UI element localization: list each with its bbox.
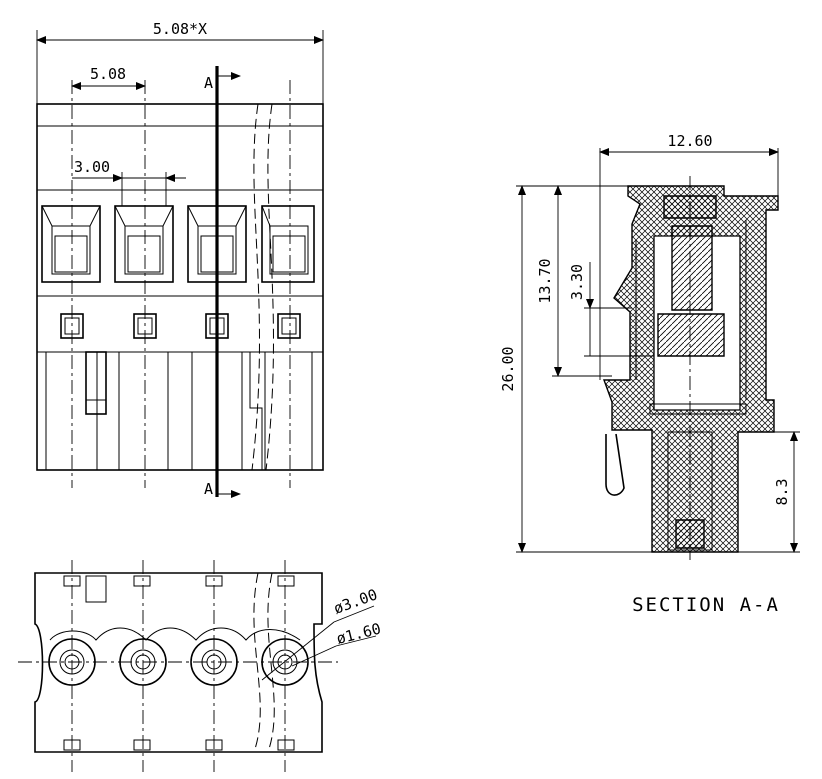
screw-shaft — [671, 225, 713, 311]
dimension-slot: 3.00 — [72, 158, 186, 206]
dimension-inner-height: 3.30 — [568, 262, 654, 357]
dim-label-section-width: 12.60 — [667, 132, 712, 150]
front-view: A A 5.08*X 5.08 3.00 — [36, 20, 324, 498]
dim-label-total-width: 5.08*X — [153, 20, 207, 38]
dim-label-slot: 3.00 — [74, 158, 110, 176]
dim-label-upper-height: 13.70 — [536, 258, 554, 303]
dimension-pin-length: 8.3 — [738, 431, 800, 553]
break-lines — [251, 103, 274, 471]
screw-opening — [41, 205, 101, 283]
dimension-section-height: 26.00 — [499, 185, 652, 553]
section-title: SECTION A-A — [632, 594, 780, 616]
bottom-ribs — [45, 351, 313, 470]
bottom-view: ø3.00 ø1.60 — [18, 560, 383, 772]
dim-label-outer-diameter: ø3.00 — [331, 585, 380, 617]
dim-label-inner-diameter: ø1.60 — [335, 619, 383, 647]
top-pin-marks — [63, 575, 295, 603]
contact-pins — [60, 313, 301, 339]
bottom-break-lines — [253, 572, 275, 753]
clamp-block — [657, 313, 725, 357]
dim-label-inner-height: 3.30 — [568, 264, 586, 300]
bottom-centerlines — [71, 560, 286, 772]
clamp-plate — [649, 403, 747, 415]
centerlines — [71, 80, 291, 488]
bottom-view-outline — [34, 572, 323, 753]
front-view-outline — [36, 103, 324, 471]
dimension-pitch: 5.08 — [71, 65, 146, 90]
screw-opening — [114, 205, 174, 283]
section-marker-top: A — [204, 74, 213, 92]
dimension-upper-height: 13.70 — [536, 185, 612, 377]
latch-hook — [605, 433, 625, 496]
latch-slot — [85, 351, 107, 415]
section-view: 12.60 26.00 13.70 3.30 8.3 SECTION A-A — [499, 132, 800, 616]
screw-opening — [261, 205, 315, 283]
dimension-total-width: 5.08*X — [36, 20, 324, 104]
section-marker-bottom: A — [204, 480, 213, 498]
bottom-pin-marks — [63, 739, 295, 751]
dim-label-section-height: 26.00 — [499, 346, 517, 391]
dim-label-pin-length: 8.3 — [773, 478, 791, 505]
wire-entry-profile — [49, 627, 301, 641]
dim-label-pitch: 5.08 — [90, 65, 126, 83]
screw-openings — [41, 205, 315, 283]
dimension-section-width: 12.60 — [599, 132, 779, 380]
